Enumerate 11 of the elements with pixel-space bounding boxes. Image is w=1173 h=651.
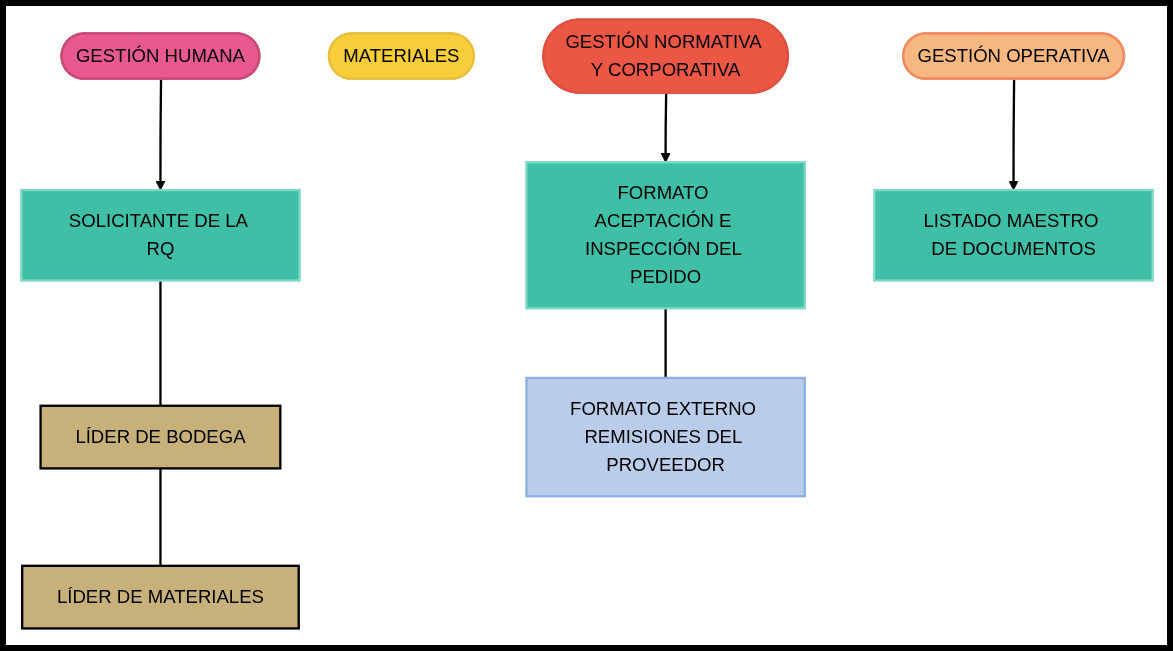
node-box: SOLICITANTE DE LA RQ — [19, 188, 301, 282]
connector — [158, 467, 162, 566]
node-box: LÍDER DE MATERIALES — [20, 564, 300, 630]
arrow — [1007, 78, 1019, 190]
connector — [158, 280, 162, 406]
node-box: FORMATO EXTERNO REMISIONES DEL PROVEEDOR — [524, 376, 806, 497]
connector — [663, 307, 667, 378]
node-box: LISTADO MAESTRO DE DOCUMENTOS — [872, 188, 1154, 282]
node-box: FORMATO ACEPTACIÓN E INSPECCIÓN DEL PEDIDO — [524, 160, 806, 309]
arrow — [154, 78, 166, 190]
node-box: LÍDER DE BODEGA — [38, 404, 281, 470]
